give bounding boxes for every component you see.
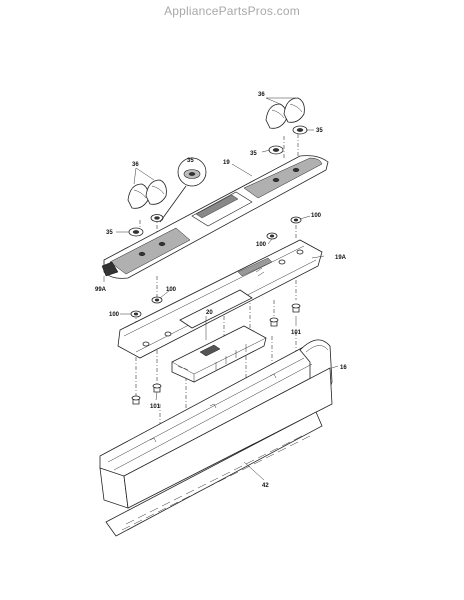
backguard-frame: [99, 339, 333, 509]
control-bracket: [117, 239, 323, 359]
inset-washer-detail: [159, 157, 207, 223]
knob-left-2: [145, 179, 167, 205]
spacer-100-mid: [266, 232, 278, 240]
callout-100-right: 100: [311, 213, 322, 219]
callout-101-left: 101: [150, 404, 161, 410]
spacer-100-far-left: [130, 310, 142, 318]
callout-100-mid: 100: [256, 242, 267, 248]
callout-36-left: 36: [132, 162, 139, 168]
callout-99a: 99A: [95, 287, 107, 293]
knob-top-left: [265, 103, 287, 129]
callout-35-inset: 35: [187, 158, 194, 164]
callout-100-left: 100: [166, 287, 177, 293]
callout-19: 19: [223, 160, 230, 166]
callout-20: 20: [206, 310, 213, 316]
screw-101-left-b: [131, 395, 141, 405]
spacer-100-right: [290, 216, 302, 224]
callout-35-top-mid: 35: [250, 151, 257, 157]
washer-left-2: [128, 227, 144, 237]
control-board: [171, 325, 267, 383]
leader-lines: [103, 97, 339, 481]
screw-101-right-b: [269, 317, 279, 327]
callout-19a: 19A: [335, 255, 347, 261]
screw-101-right-a: [291, 303, 301, 313]
knob-left-1: [127, 183, 149, 209]
callout-16: 16: [340, 365, 347, 371]
vent-trim: [105, 411, 323, 537]
screw-101-left-a: [152, 383, 162, 393]
callout-100-far-left: 100: [109, 312, 120, 318]
callout-36-top: 36: [258, 92, 265, 98]
callout-labels: 36 35 35 19 36 35 35 100 100 19A 99A 100…: [95, 92, 347, 489]
watermark: AppliancePartsPros.com: [164, 4, 300, 18]
control-panel-overlay: [101, 155, 329, 279]
callout-42: 42: [262, 483, 269, 489]
knob-top-right: [283, 97, 305, 123]
washer-top-mid: [268, 145, 284, 155]
callout-35-left: 35: [106, 230, 113, 236]
washer-top-right: [292, 125, 308, 135]
callout-35-top-right: 35: [316, 128, 323, 134]
callout-101-right: 101: [291, 330, 302, 336]
spacer-100-left: [151, 296, 163, 304]
